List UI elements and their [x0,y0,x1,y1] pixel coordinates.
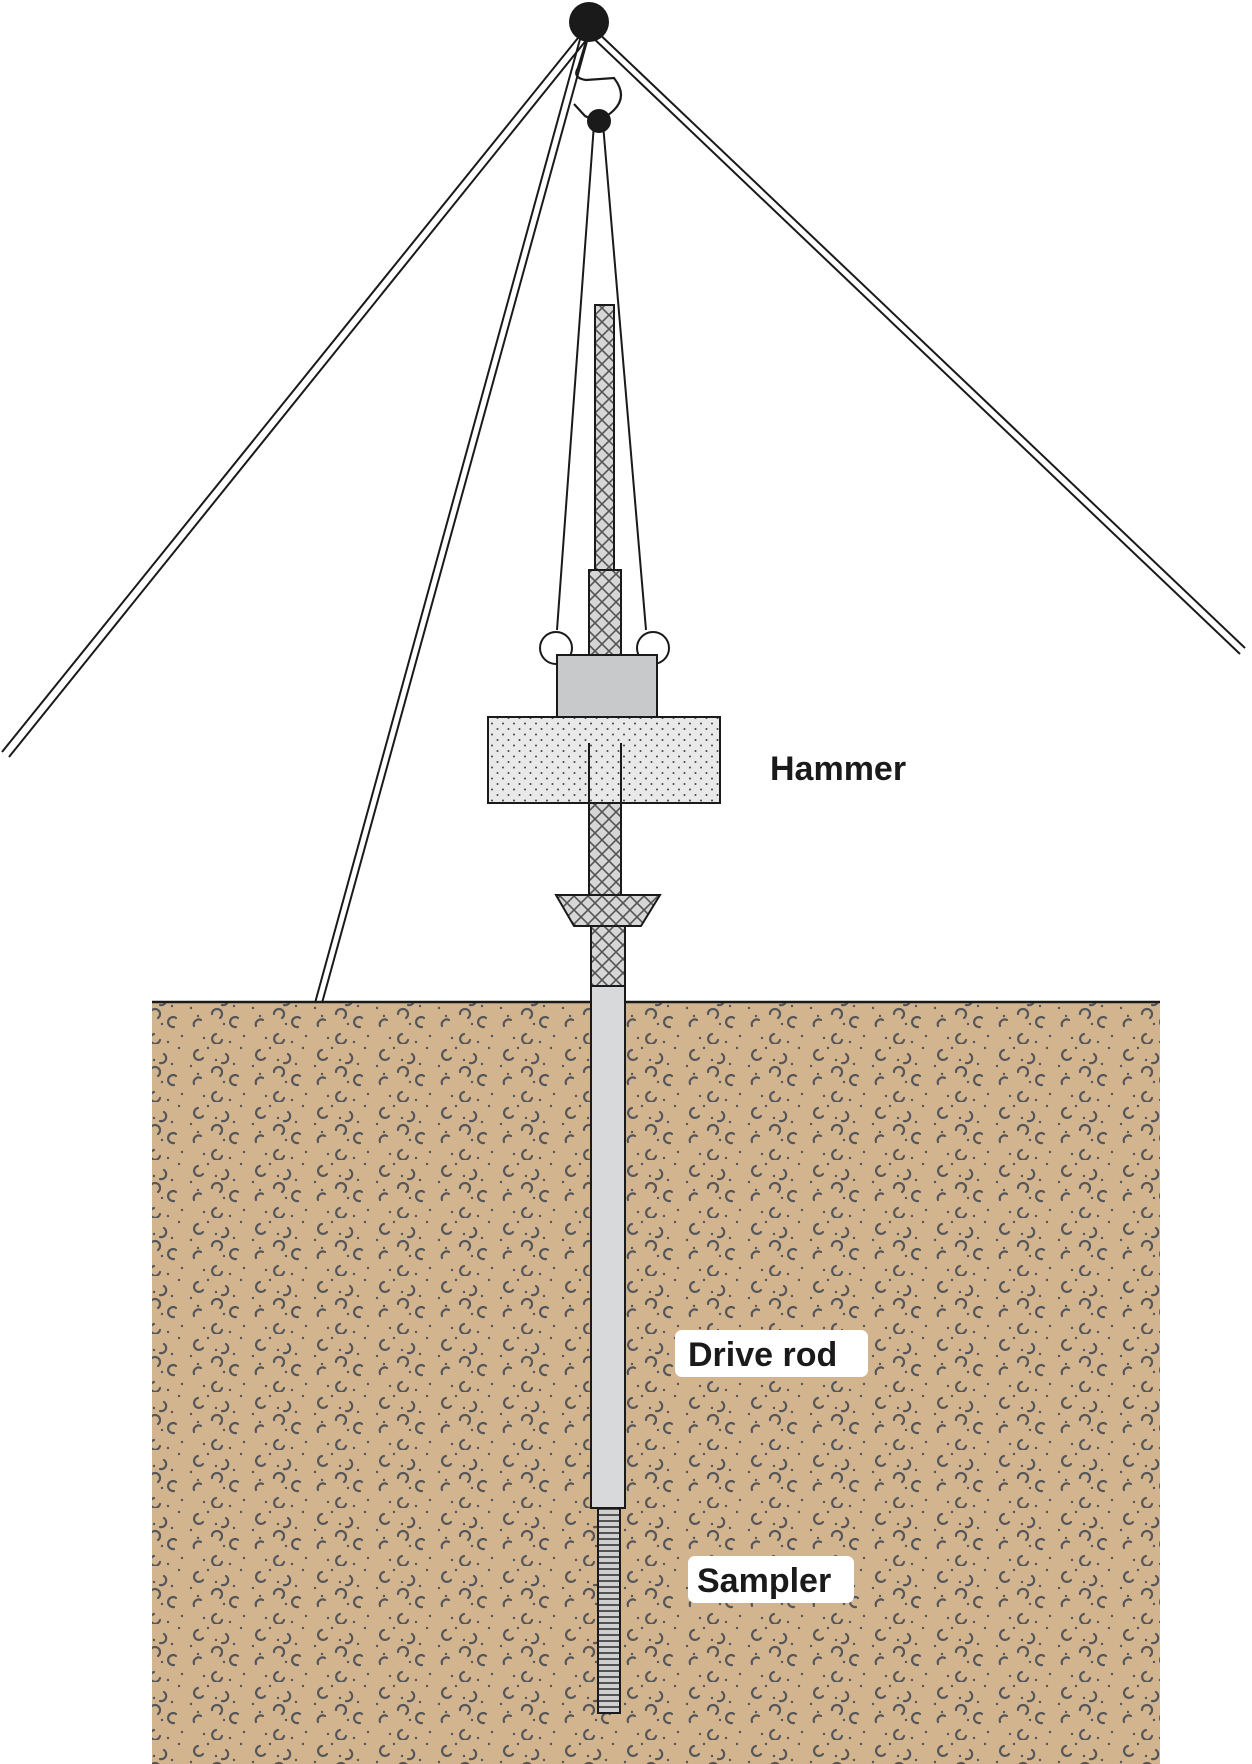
drive-head [554,894,662,927]
drive-rod [590,985,626,1509]
hammer-block [487,716,721,804]
tripod-leg-left [1,27,593,758]
hammer-cap [556,654,658,718]
sampler-label: Sampler [697,1562,831,1600]
soil-block [152,1002,1160,1764]
sampler-label-background [688,1556,854,1603]
anvil-rod [588,802,622,896]
hammer-label: Hammer [770,750,906,788]
lift-ropes [556,123,647,631]
sampler [597,1507,621,1714]
tripod [1,27,1246,1004]
drive-rod-upper [590,925,626,987]
guide-rod-collar [588,569,622,656]
sampler-label-group: Sampler [688,1556,854,1603]
hook [573,41,623,121]
guide-rod-top [594,304,615,571]
drive-rod-label: Drive rod [688,1336,837,1374]
lower-pulley [587,109,611,133]
drive-rod-label-group: Drive rod [675,1330,868,1377]
tripod-leg-middle [314,31,590,1004]
drive-rod-label-background [675,1330,868,1377]
top-pulley [569,2,609,42]
tripod-leg-right [588,27,1246,655]
